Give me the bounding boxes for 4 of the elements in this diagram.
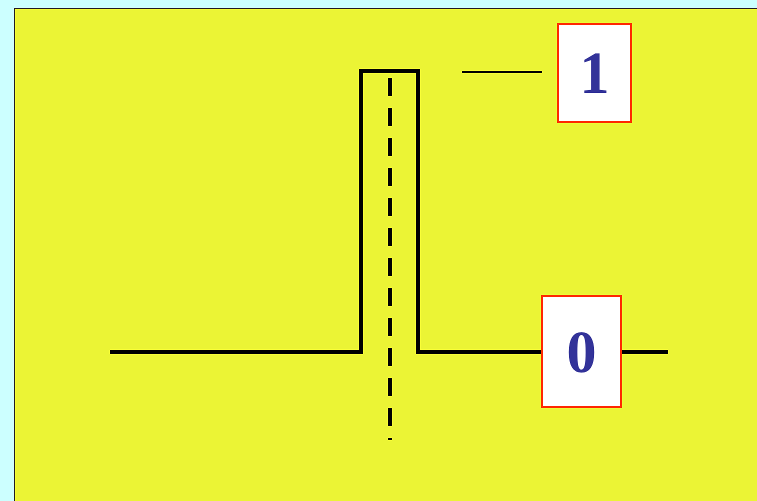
level-value: 1 — [580, 43, 610, 103]
level-value-box — [541, 295, 622, 408]
level-value-box — [557, 23, 632, 123]
level-value: 0 — [566, 322, 596, 382]
